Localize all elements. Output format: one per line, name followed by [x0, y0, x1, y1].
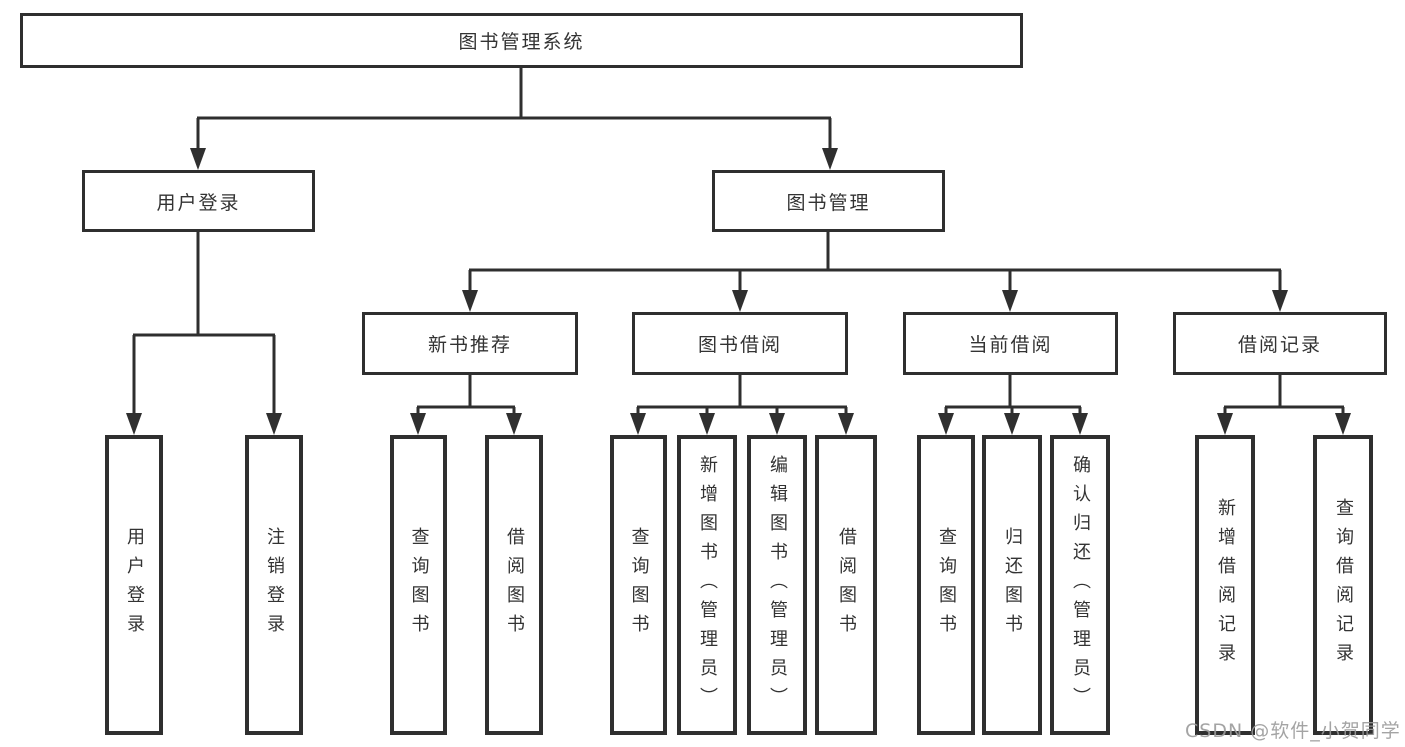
node-library-management-system: 图书管理系统 [20, 13, 1023, 68]
node-borrowing-records: 借阅记录 [1173, 312, 1387, 375]
node-book-management: 图书管理 [712, 170, 945, 232]
node-current-borrowing: 当前借阅 [903, 312, 1118, 375]
node-user-login: 用户登录 [82, 170, 315, 232]
leaf-return-book: 归还图书 [982, 435, 1042, 735]
leaf-borrow-books-recommend: 借阅图书 [485, 435, 543, 735]
leaf-logout: 注销登录 [245, 435, 303, 735]
leaf-query-borrow-record: 查询借阅记录 [1313, 435, 1373, 735]
watermark: CSDN @软件_小贺同学 [1185, 720, 1401, 742]
leaf-query-books-recommend: 查询图书 [390, 435, 447, 735]
leaf-add-book-admin: 新增图书（管理员） [677, 435, 737, 735]
leaf-query-books-current: 查询图书 [917, 435, 975, 735]
leaf-borrow-books: 借阅图书 [815, 435, 877, 735]
node-book-borrowing: 图书借阅 [632, 312, 848, 375]
leaf-query-books-borrow: 查询图书 [610, 435, 667, 735]
leaf-add-borrow-record: 新增借阅记录 [1195, 435, 1255, 735]
leaf-user-login: 用户登录 [105, 435, 163, 735]
leaf-confirm-return-admin: 确认归还（管理员） [1050, 435, 1110, 735]
leaf-edit-book-admin: 编辑图书（管理员） [747, 435, 807, 735]
node-new-book-recommend: 新书推荐 [362, 312, 578, 375]
